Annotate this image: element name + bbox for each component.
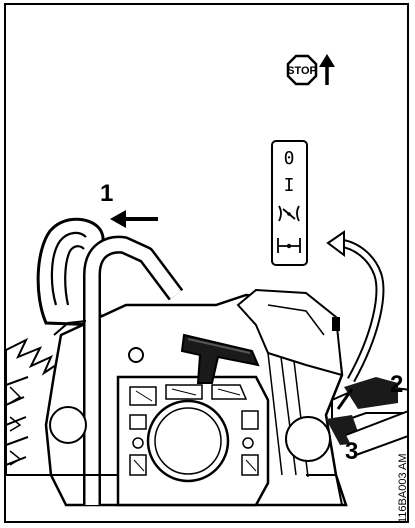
callout-3: 3: [345, 438, 358, 465]
callout-1: 1: [100, 180, 113, 207]
arrow-up-icon: [319, 54, 335, 85]
position-run-label: I: [284, 175, 295, 196]
master-control-positions: 0 I: [272, 141, 307, 265]
figure-frame: STOP 0 I 1: [4, 3, 409, 523]
figure-code: 116BA003 AM: [397, 453, 409, 523]
svg-text:STOP: STOP: [287, 65, 317, 77]
callout-2: 2: [390, 371, 403, 398]
chainsaw-illustration: STOP 0 I 1: [6, 5, 409, 523]
stop-sign-icon: STOP: [287, 56, 317, 84]
position-off-label: 0: [284, 148, 295, 169]
arrow-left-icon: [110, 210, 158, 228]
